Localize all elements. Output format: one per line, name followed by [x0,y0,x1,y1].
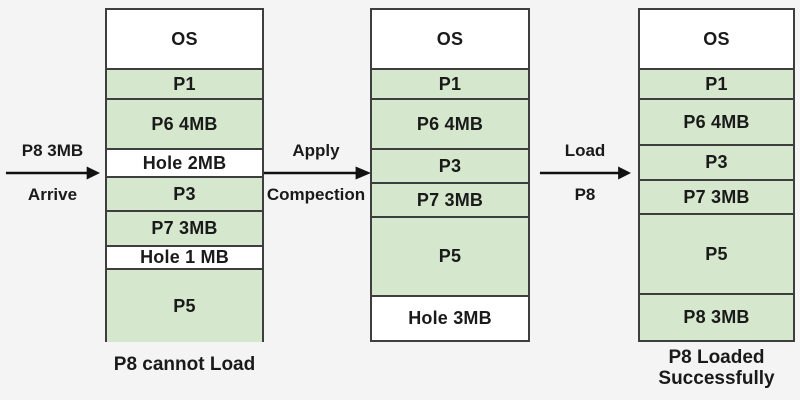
memory-segment-p1: P1 [372,70,528,100]
memory-segment-hole-3mb: Hole 3MB [372,297,528,340]
caption-p8-cannot-load: P8 cannot Load [113,354,256,375]
caption-p8-loaded: P8 Loaded Successfully [658,347,775,389]
arrow-group-arrive: P8 3MB Arrive [5,140,100,206]
apply-bottom-label: Compection [266,185,366,204]
memory-segment-p1: P1 [640,70,793,100]
memory-segment-p6-4mb: P6 4MB [107,100,262,150]
memory-segment-hole-1-mb: Hole 1 MB [107,247,262,270]
right-arrow-icon [539,166,631,180]
memory-segment-p7-3mb: P7 3MB [372,184,528,218]
memory-segment-p5: P5 [640,215,793,295]
memory-segment-p6-4mb: P6 4MB [372,100,528,150]
memory-segment-p6-4mb: P6 4MB [640,100,793,146]
memory-segment-os: OS [640,10,793,70]
memory-segment-os: OS [107,10,262,70]
apply-top-label: Apply [292,141,340,160]
memory-segment-hole-2mb: Hole 2MB [107,150,262,178]
memory-segment-p3: P3 [107,178,262,212]
right-arrow-icon [262,166,371,180]
arrow-group-apply-compaction: Apply Compection [261,140,371,206]
right-arrow-icon [5,166,100,180]
memory-segment-os: OS [372,10,528,70]
memory-segment-p3: P3 [640,146,793,181]
load-bottom-label: P8 [574,185,596,204]
memory-segment-p5: P5 [372,218,528,297]
arrive-bottom-label: Arrive [27,185,78,204]
memory-segment-p7-3mb: P7 3MB [107,212,262,247]
memory-segment-p5: P5 [107,270,262,342]
memory-segment-p1: P1 [107,70,262,100]
memory-segment-p3: P3 [372,150,528,184]
memory-segment-p7-3mb: P7 3MB [640,181,793,215]
arrive-top-label: P8 3MB [21,141,84,160]
load-top-label: Load [564,141,606,160]
arrow-group-load-p8: Load P8 [539,140,631,206]
memory-segment-p8-3mb: P8 3MB [640,295,793,340]
